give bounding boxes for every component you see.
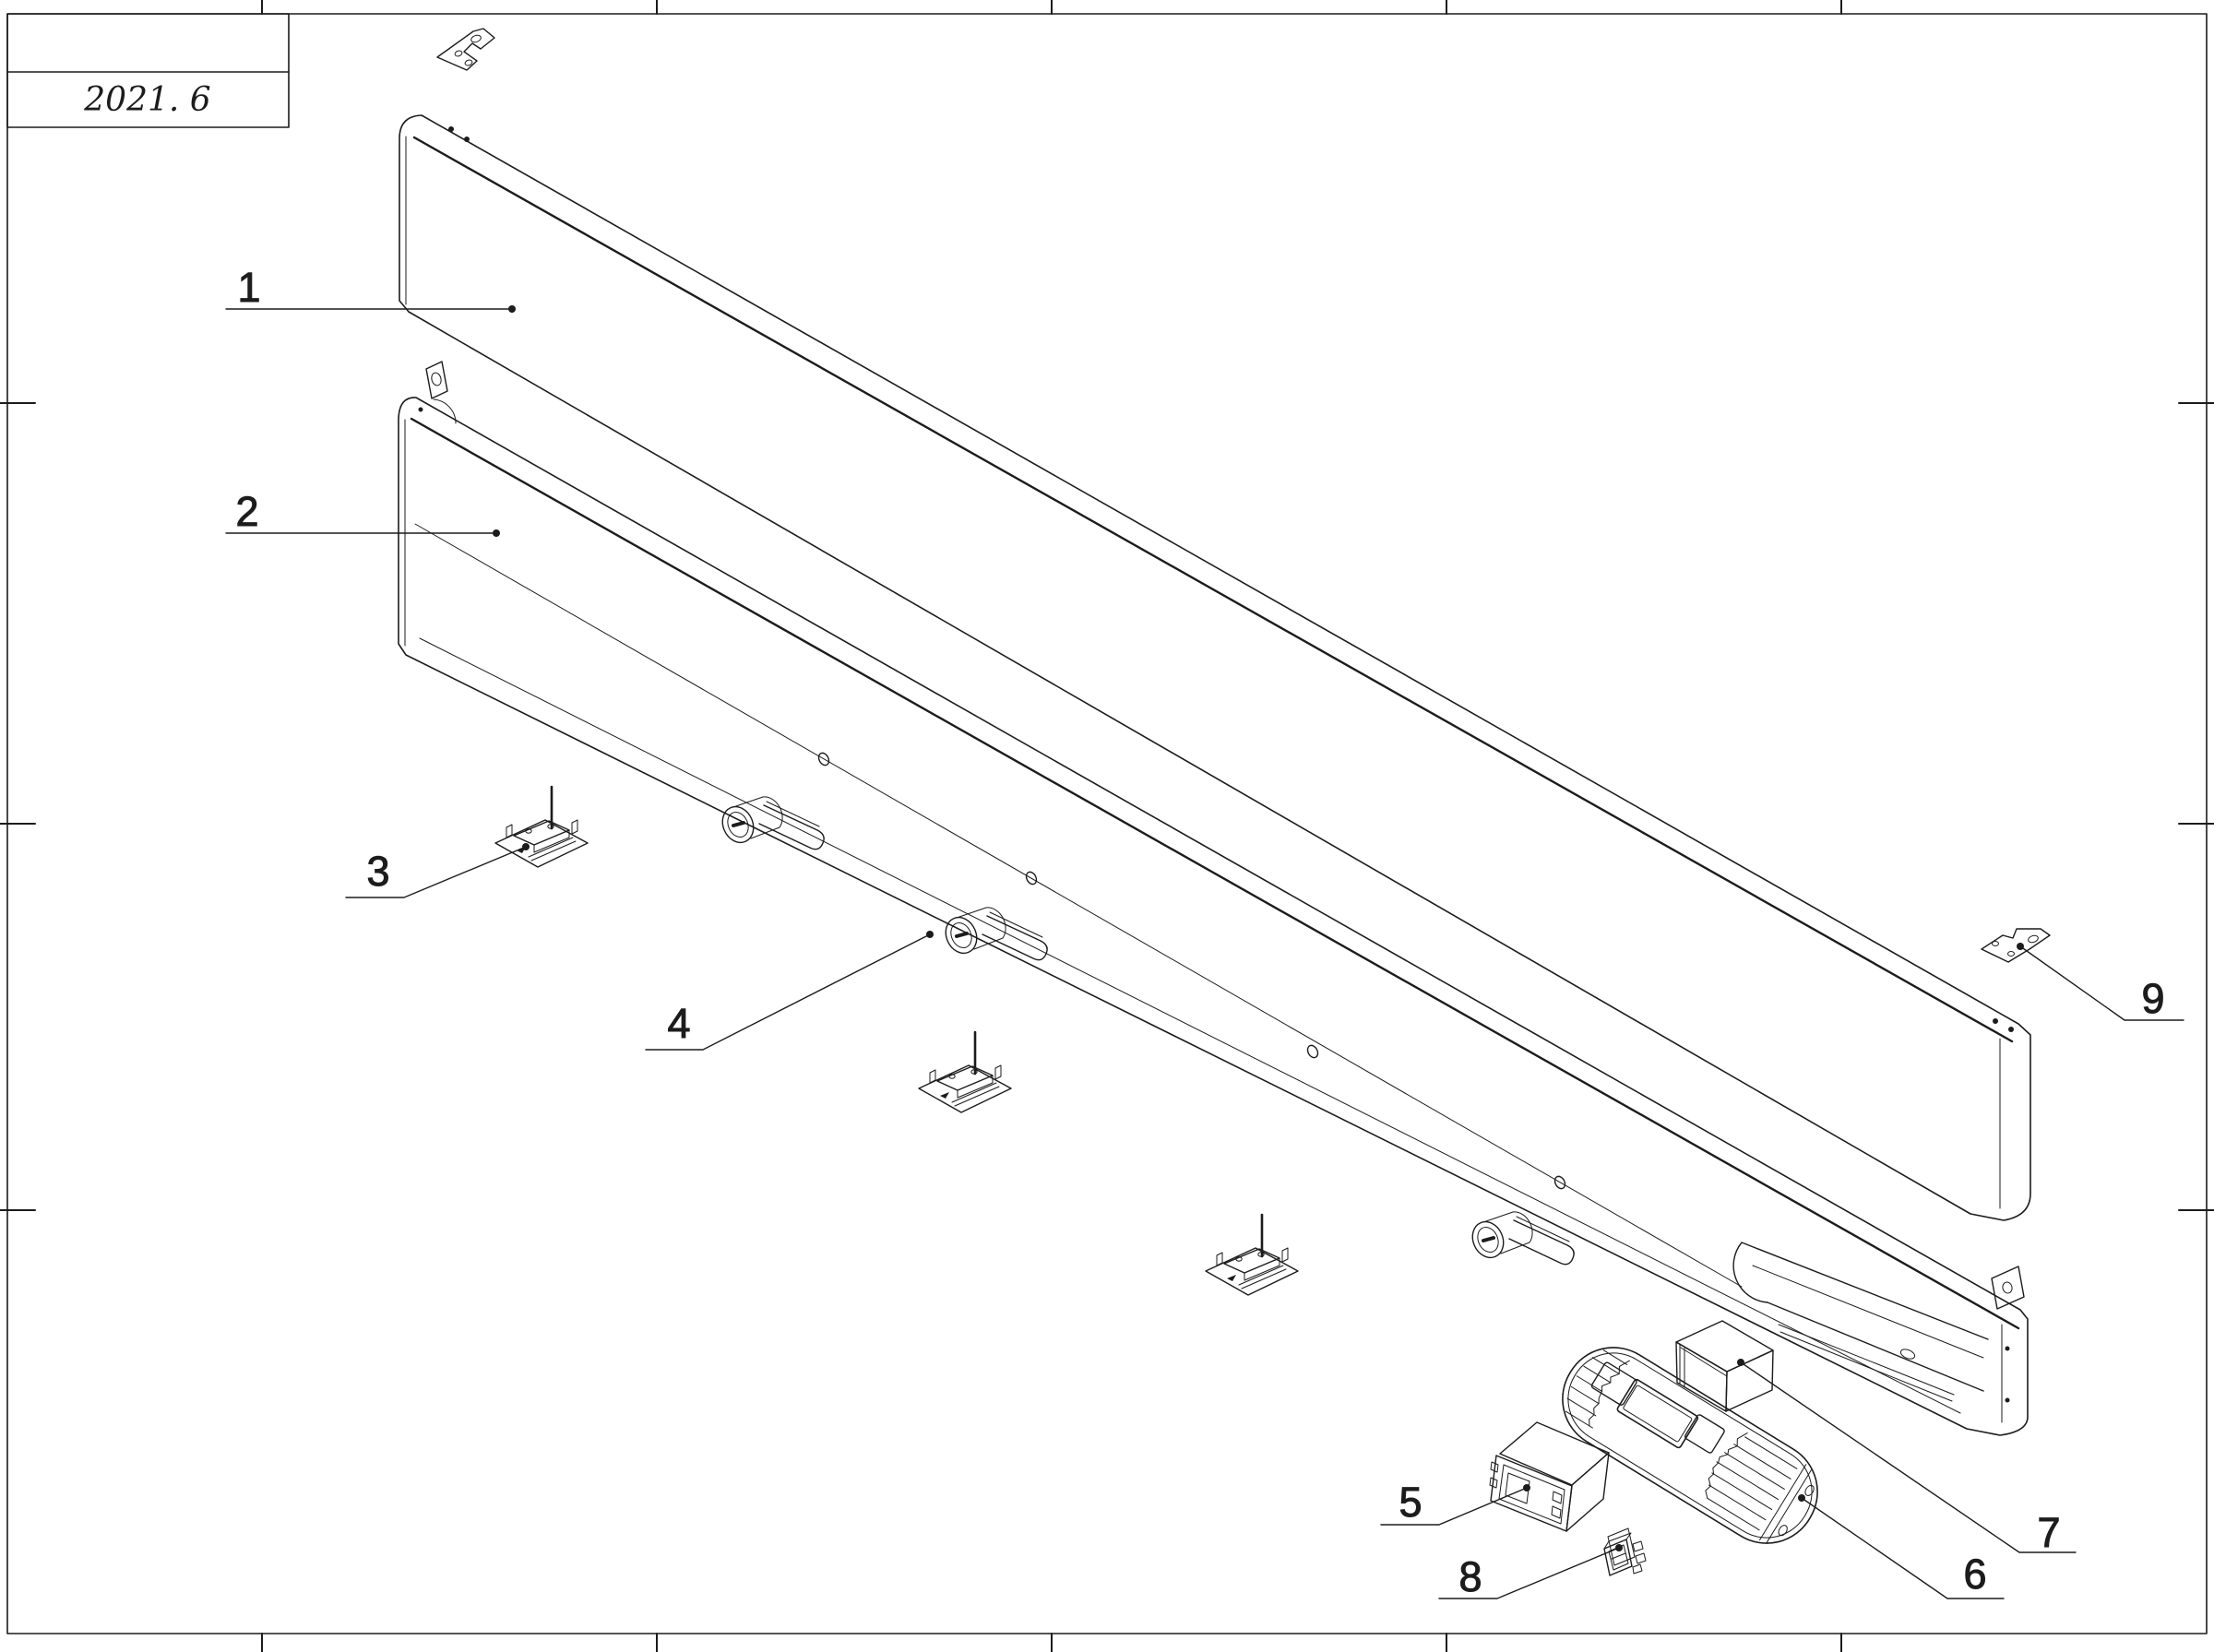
callouts: 1 2 3 4 5 6 7 8 [225,264,2184,1601]
callout-9: 9 [2017,943,2184,1023]
callout-3: 3 [345,843,530,898]
latch-bracket-3 [1204,1213,1300,1297]
latch-bracket-1 [494,785,589,869]
temperature-controller [1489,1421,1610,1532]
grille-window-switch [1684,1414,1725,1454]
rocker-switch [1603,1527,1647,1576]
callout-8-number: 8 [1458,1553,1482,1600]
cover-box [1675,1320,1774,1412]
callout-9-number: 9 [2141,975,2164,1022]
controller-button-down [1551,1505,1562,1519]
ventilation-grille [1562,1347,1818,1544]
lower-front-panel [398,361,2029,1436]
callout-5-number: 5 [1399,1479,1422,1526]
grille-louvers-left [1565,1349,1630,1429]
callout-1: 1 [225,264,516,313]
title-block: 2021. 6 [6,13,290,128]
callout-7: 7 [1737,1359,2077,1557]
corner-bracket [436,28,495,71]
callout-2: 2 [225,488,500,537]
cam-lock-1 [715,794,827,851]
callout-3-number: 3 [366,848,389,895]
controller-button-up [1552,1491,1563,1504]
grille-window-display [1616,1378,1699,1449]
callout-1-number: 1 [237,264,260,311]
latch-bracket-2 [917,1030,1013,1114]
cam-lock-2 [938,905,1050,962]
revision-date: 2021. 6 [83,81,210,119]
grille-cutout [1732,1242,1989,1402]
controller-display [1505,1472,1530,1504]
grille-louvers-right [1705,1432,1798,1531]
callout-7-number: 7 [2037,1509,2060,1556]
cam-lock-3 [1465,1209,1577,1266]
callout-5: 5 [1380,1479,1530,1527]
callout-8: 8 [1438,1544,1623,1601]
upper-front-panel [399,114,2031,1221]
callout-4: 4 [645,931,934,1051]
callout-4-number: 4 [667,1000,690,1047]
joint-plate [1981,928,2051,963]
grille-window-small-left [1590,1361,1637,1406]
callout-6: 6 [1798,1494,2005,1599]
callout-6-number: 6 [1963,1551,1986,1598]
callout-2-number: 2 [235,488,258,535]
